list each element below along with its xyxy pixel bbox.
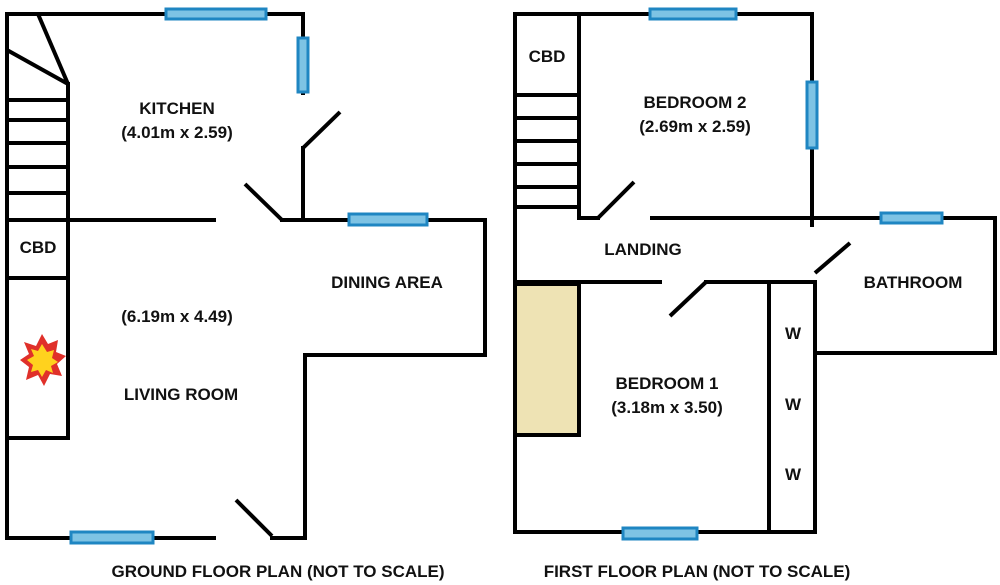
bedroom-2-name: BEDROOM 2 [644, 93, 747, 112]
kitchen-door [243, 182, 284, 222]
first-floor-stairs [515, 93, 579, 209]
landing-name: LANDING [604, 240, 681, 259]
bedroom-2-size: (2.69m x 2.59) [639, 117, 751, 136]
kitchen-size: (4.01m x 2.59) [121, 123, 233, 142]
window [69, 530, 155, 545]
bedroom-1-name: BEDROOM 1 [616, 374, 719, 393]
ground-floor-labels: KITCHEN (4.01m x 2.59) CBD (6.19m x 4.49… [20, 99, 443, 404]
kitchen-side-door [301, 110, 342, 150]
window [296, 36, 310, 94]
wardrobe-label: W [785, 465, 802, 484]
bedroom-1-fitted-unit [513, 282, 581, 437]
ground-floor-windows [69, 7, 429, 545]
fireplace-icon [20, 334, 66, 386]
bedroom-1-door [668, 280, 708, 318]
bathroom-door [813, 241, 852, 275]
window [347, 212, 429, 227]
window [805, 80, 819, 150]
ground-floor-doors [234, 110, 342, 538]
window [164, 7, 268, 21]
window [648, 7, 738, 21]
wardrobe-label: W [785, 395, 802, 414]
front-door [234, 498, 274, 538]
first-floor-labels: CBD BEDROOM 2 (2.69m x 2.59) LANDING BAT… [529, 47, 963, 484]
bedroom-1-size: (3.18m x 3.50) [611, 398, 723, 417]
bathroom-name: BATHROOM [864, 273, 963, 292]
window [621, 526, 699, 541]
ground-cupboard-label: CBD [20, 238, 57, 257]
window [879, 211, 944, 225]
first-floor-caption: FIRST FLOOR PLAN (NOT TO SCALE) [544, 562, 851, 581]
first-floor-windows [621, 7, 944, 541]
living-room-size: (6.19m x 4.49) [121, 307, 233, 326]
wardrobe-label: W [785, 324, 802, 343]
dining-area-name: DINING AREA [331, 273, 443, 292]
first-cupboard-label: CBD [529, 47, 566, 66]
ground-floor-caption: GROUND FLOOR PLAN (NOT TO SCALE) [111, 562, 444, 581]
first-floor-doors [596, 180, 852, 318]
kitchen-name: KITCHEN [139, 99, 215, 118]
ground-floor-stairs [6, 13, 70, 195]
bedroom-2-door [596, 180, 636, 220]
living-room-name: LIVING ROOM [124, 385, 238, 404]
